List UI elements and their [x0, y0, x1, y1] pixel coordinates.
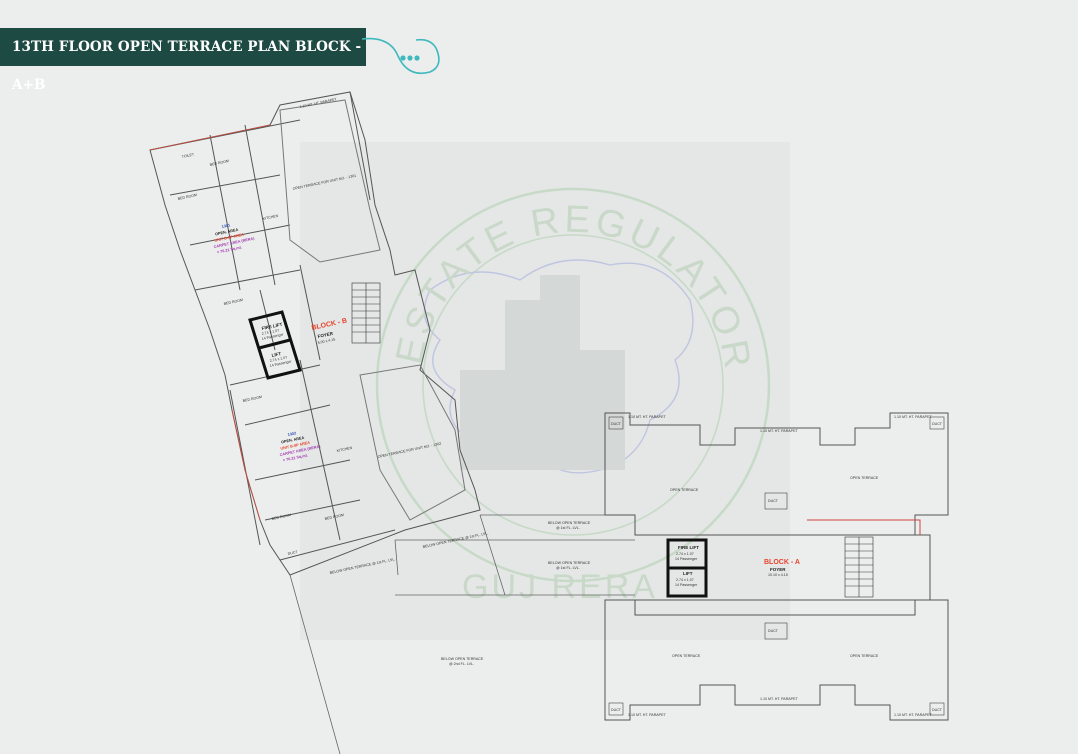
block-a-foyer-size: 10.10 x 4.15 [768, 573, 788, 577]
block-b-fire-lift: FIRE LIFT [261, 322, 283, 331]
block-a-duct-3: DUCT [611, 708, 622, 712]
room-kitchen-1: KITCHEN [262, 214, 279, 221]
block-a-parapet-1: 1.10 MT. HT. PARAPET [628, 415, 666, 419]
watermark-state-outline [423, 259, 694, 474]
page-title: 13TH FLOOR OPEN TERRACE PLAN BLOCK - A+B [0, 28, 366, 93]
block-a-open-terrace-4: OPEN TERRACE [850, 654, 879, 658]
svg-text:= 70.21 Sq.mt.: = 70.21 Sq.mt. [217, 245, 243, 254]
corridor-below-terrace-2: BELOW OPEN TERRACE [548, 561, 591, 565]
room-kitchen-2: KITCHEN [336, 446, 353, 453]
watermark-outer-ring [375, 187, 771, 583]
room-toilet-1: TOILET [181, 152, 195, 159]
block-a-open-terrace-3: OPEN TERRACE [672, 654, 701, 658]
block-a-label: BLOCK - A [764, 559, 800, 566]
block-b-lifts [248, 310, 302, 380]
svg-text:UNIT B-8P AREA: UNIT B-8P AREA [280, 441, 311, 451]
block-b-foyer: FOYER [317, 331, 334, 339]
svg-text:UNIT B-8P AREA: UNIT B-8P AREA [214, 233, 245, 243]
corridor-below-terrace-2-lvl: @ 1st FL. LVL. [556, 566, 580, 570]
block-a-duct-4: DUCT [932, 708, 943, 712]
block-a-lift-cap: 14 Passenger [675, 583, 698, 587]
room-bed-room-3: BED ROOM [223, 298, 243, 306]
site-below-terrace-2nd-lvl: @ 2nd FL. LVL. [449, 662, 474, 666]
room-bed-room-5: BED ROOM [271, 513, 291, 521]
block-a-duct-5: DUCT [768, 499, 779, 503]
block-b-lift-cap: 14 Passenger [269, 359, 292, 368]
block-a-fire-lift: FIRE LIFT [678, 545, 699, 550]
block-b-fire-lift-cap: 14 Passenger [261, 332, 284, 341]
block-a-open-terrace-1: OPEN TERRACE [670, 488, 699, 492]
svg-text:1301: 1301 [221, 223, 230, 229]
swoosh-decoration [361, 37, 440, 75]
watermark-buildings [460, 275, 625, 470]
corridor-below-terrace-1-lvl: @ 1st FL. LVL. [556, 526, 580, 530]
room-bed-room-1: BED ROOM [209, 159, 229, 167]
block-b-lift: LIFT [271, 351, 282, 358]
block-a-duct-1: DUCT [611, 422, 622, 426]
room-duct-1: DUCT [287, 550, 298, 556]
block-b-stair [351, 282, 381, 344]
corridor-below-terrace-1: BELOW OPEN TERRACE [548, 521, 591, 525]
room-bed-room-2: BED ROOM [177, 193, 197, 201]
svg-text:OPEN. AREA: OPEN. AREA [215, 228, 239, 237]
corridor-lines [289, 514, 635, 754]
block-a-parapet-6: 1.10 MT. HT. PARAPET [894, 713, 932, 717]
room-bed-room-6: BED ROOM [324, 513, 344, 521]
svg-text:OPEN. AREA: OPEN. AREA [281, 436, 305, 445]
room-bed-room-4: BED ROOM [242, 395, 262, 403]
block-a-parapet-5: 1.10 MT. HT. PARAPET [628, 713, 666, 717]
block-a-open-terrace-2: OPEN TERRACE [850, 476, 879, 480]
block-a-lift-size: 2.74 x 1.07 [676, 578, 694, 582]
site-below-terrace-2nd: BELOW OPEN TERRACE [441, 657, 484, 661]
svg-text:1302: 1302 [287, 431, 296, 437]
block-a-plan [604, 412, 949, 721]
block-a-parapet-3: 1.10 MT. HT. PARAPET [894, 415, 932, 419]
block-a-fire-lift-cap: 14 Passenger [675, 557, 698, 561]
block-a-lifts [666, 538, 708, 598]
block-a-stair [844, 536, 874, 598]
block-a-parapet-4: 1.10 MT. HT. PARAPET [760, 697, 798, 701]
block-a-fire-lift-size: 2.74 x 1.07 [676, 552, 694, 556]
block-b-foyer-size: 6.00 x 4.15 [317, 337, 335, 345]
block-a-duct-6: DUCT [768, 629, 779, 633]
block-b-lift-size: 2.74 x 1.07 [269, 355, 287, 363]
unit-1301-area: 1301 OPEN. AREA UNIT B-8P AREA CARPET AR… [213, 223, 255, 254]
watermark-inner-ring [422, 234, 724, 536]
block-a-parapet-2: 1.10 MT. HT. PARAPET [760, 429, 798, 433]
parapet-b-1: 1.10 MT. HT. PARAPET [299, 97, 337, 109]
svg-text:= 70.21 Sq.mt.: = 70.21 Sq.mt. [283, 453, 309, 462]
block-b-plan [149, 91, 481, 576]
block-a-foyer: FOYER [770, 567, 786, 572]
block-b-fire-lift-size: 2.74 x 1.07 [261, 328, 279, 336]
block-a-duct-2: DUCT [932, 422, 943, 426]
block-a-lift: LIFT [683, 571, 693, 576]
more-options-icon[interactable] [391, 48, 429, 68]
